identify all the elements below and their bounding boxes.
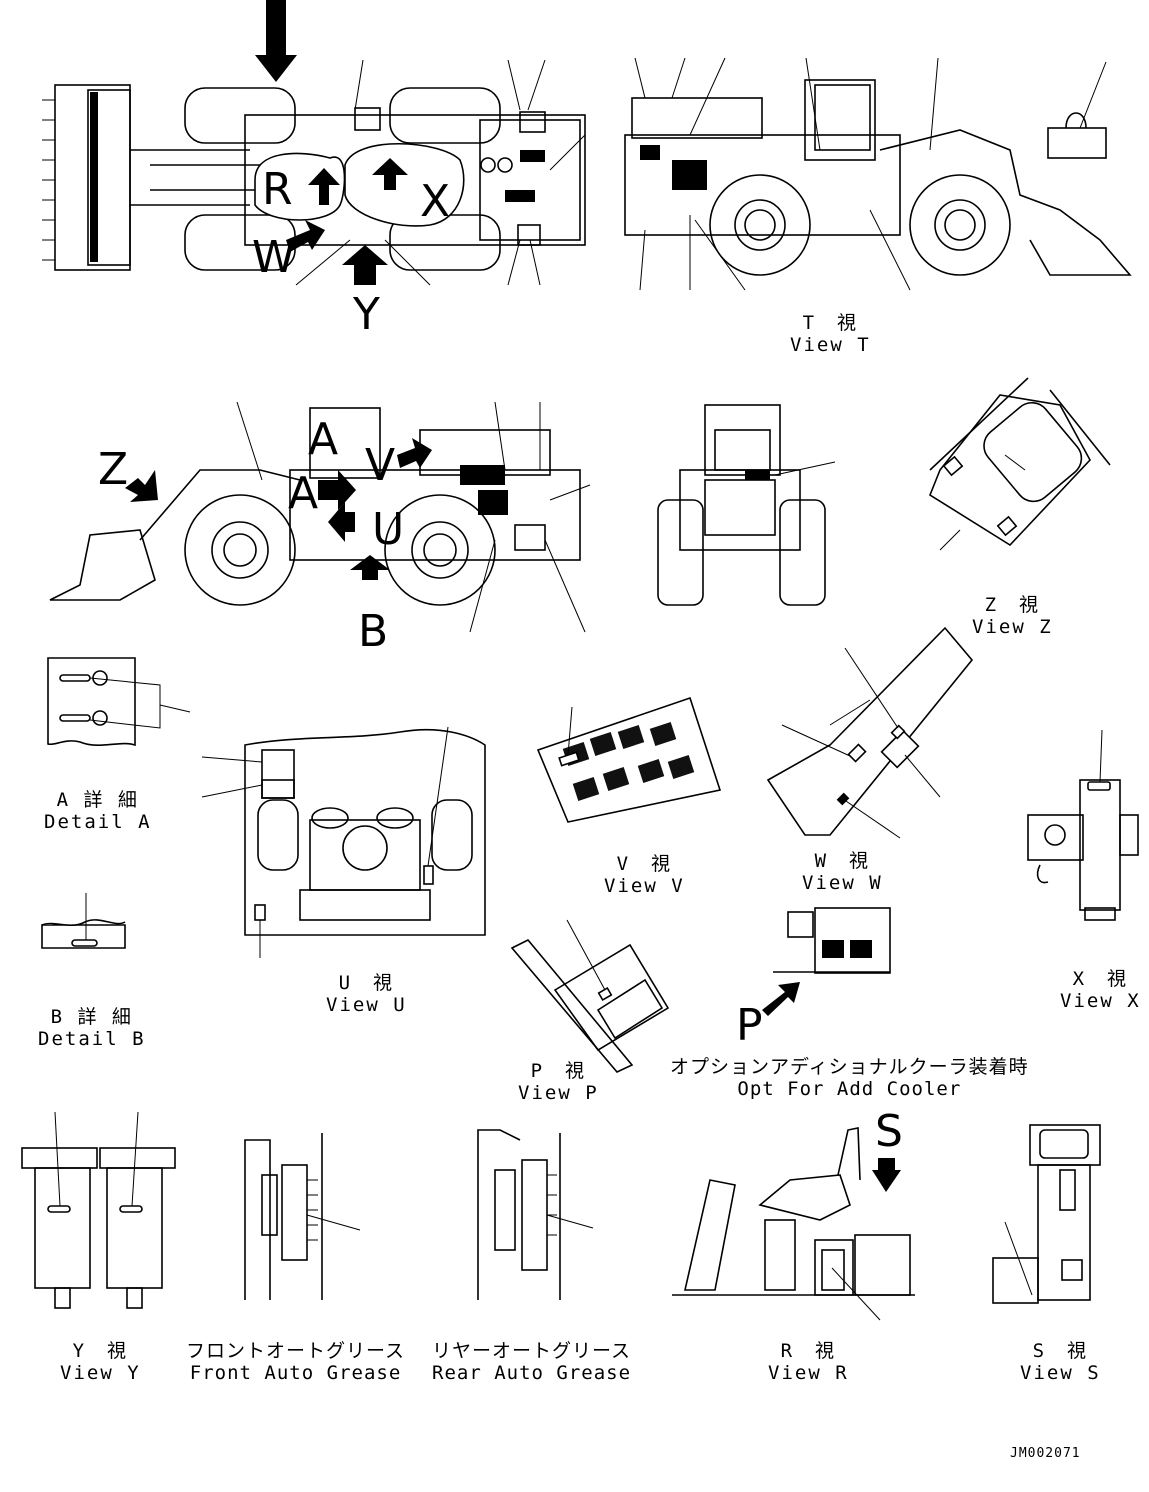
view-s-drawing xyxy=(992,1124,1101,1304)
detail-b-en: Detail B xyxy=(38,1028,146,1050)
opt-cooler-drawing xyxy=(762,907,891,1016)
view-x-jp: X 視 xyxy=(1072,968,1129,990)
detail-b-jp: B 詳 細 xyxy=(50,1006,133,1028)
detail-a-jp: A 詳 細 xyxy=(56,789,139,811)
arrow-letter-y: Y xyxy=(353,289,380,340)
detail-a-en: Detail A xyxy=(44,811,152,833)
view-p-jp: P 視 xyxy=(530,1060,587,1082)
arrow-letter-z: Z xyxy=(98,444,129,495)
view-t-label: T 視 View T xyxy=(790,312,871,356)
view-t-jp: T 視 xyxy=(802,312,859,334)
view-u-label: U 視 View U xyxy=(326,972,407,1016)
front-grease-jp: フロントオートグリース xyxy=(186,1340,406,1362)
view-x-en: View X xyxy=(1060,990,1141,1012)
arrow-letter-t: T xyxy=(262,0,289,33)
view-z-jp: Z 視 xyxy=(984,594,1041,616)
view-v-drawing xyxy=(536,696,722,823)
view-v-label: V 視 View V xyxy=(604,853,685,897)
drawing-code: JM002071 xyxy=(1010,1446,1081,1461)
arrow-letter-r: R xyxy=(262,164,293,215)
arrow-letter-p: P xyxy=(736,1000,763,1051)
view-w-drawing xyxy=(766,626,974,839)
opt-cooler-jp: オプションアディショナルクーラ装着時 xyxy=(670,1056,1029,1078)
view-y-en: View Y xyxy=(60,1362,141,1384)
front-grease-label: フロントオートグリース Front Auto Grease xyxy=(186,1340,405,1384)
view-s-en: View S xyxy=(1020,1362,1101,1384)
opt-cooler-label: オプションアディショナルクーラ装着時 Opt For Add Cooler xyxy=(670,1056,1029,1100)
detail-b-label: B 詳 細 Detail B xyxy=(38,1006,146,1050)
view-y-jp: Y 視 xyxy=(72,1340,129,1362)
view-w-label: W 視 View W xyxy=(802,850,883,894)
view-x-drawing xyxy=(1027,729,1139,921)
view-w-en: View W xyxy=(802,872,883,894)
machine-top-view xyxy=(42,0,586,286)
view-r-label: R 視 View R xyxy=(768,1340,849,1384)
arrow-letter-a-left: A xyxy=(288,468,319,519)
view-v-en: View V xyxy=(604,875,685,897)
arrow-letter-w: W xyxy=(252,232,296,283)
arrow-letter-a-center: A xyxy=(308,414,339,465)
view-z-label: Z 視 View Z xyxy=(972,594,1053,638)
view-x-label: X 視 View X xyxy=(1060,968,1141,1012)
view-z-drawing xyxy=(929,377,1111,551)
view-r-jp: R 視 xyxy=(780,1340,837,1362)
view-w-jp: W 視 xyxy=(814,850,871,872)
machine-front-view xyxy=(657,404,836,606)
front-grease-drawing xyxy=(244,1133,361,1300)
view-s-jp: S 視 xyxy=(1032,1340,1089,1362)
view-z-en: View Z xyxy=(972,616,1053,638)
view-t-en: View T xyxy=(790,334,871,356)
rear-grease-label: リヤーオートグリース Rear Auto Grease xyxy=(432,1340,631,1384)
view-v-jp: V 視 xyxy=(616,853,673,875)
machine-side-view-main xyxy=(49,401,591,633)
view-u-en: View U xyxy=(326,994,407,1016)
detail-a-drawing xyxy=(47,657,191,747)
view-y-label: Y 視 View Y xyxy=(60,1340,141,1384)
view-u-drawing xyxy=(201,726,486,958)
view-r-en: View R xyxy=(768,1362,849,1384)
arrow-letter-b: B xyxy=(358,606,389,657)
view-r-drawing xyxy=(672,1127,915,1321)
detail-b-drawing xyxy=(41,893,126,949)
rear-grease-drawing xyxy=(477,1129,594,1300)
arrow-letter-s: S xyxy=(875,1106,903,1157)
view-p-drawing xyxy=(510,919,670,1073)
view-s-label: S 視 View S xyxy=(1020,1340,1101,1384)
arrow-letter-v: V xyxy=(365,440,396,491)
rear-grease-jp: リヤーオートグリース xyxy=(432,1340,632,1362)
arrow-letter-u: U xyxy=(372,504,405,555)
opt-cooler-en: Opt For Add Cooler xyxy=(737,1078,962,1100)
view-y-drawing xyxy=(21,1111,176,1309)
machine-side-view-t xyxy=(624,57,1132,291)
view-p-en: View P xyxy=(518,1082,599,1104)
rear-grease-en: Rear Auto Grease xyxy=(432,1362,632,1384)
detail-a-label: A 詳 細 Detail A xyxy=(44,789,152,833)
front-grease-en: Front Auto Grease xyxy=(189,1362,402,1384)
arrow-letter-x: X xyxy=(420,176,451,227)
view-u-jp: U 視 xyxy=(338,972,395,994)
view-p-label: P 視 View P xyxy=(518,1060,599,1104)
